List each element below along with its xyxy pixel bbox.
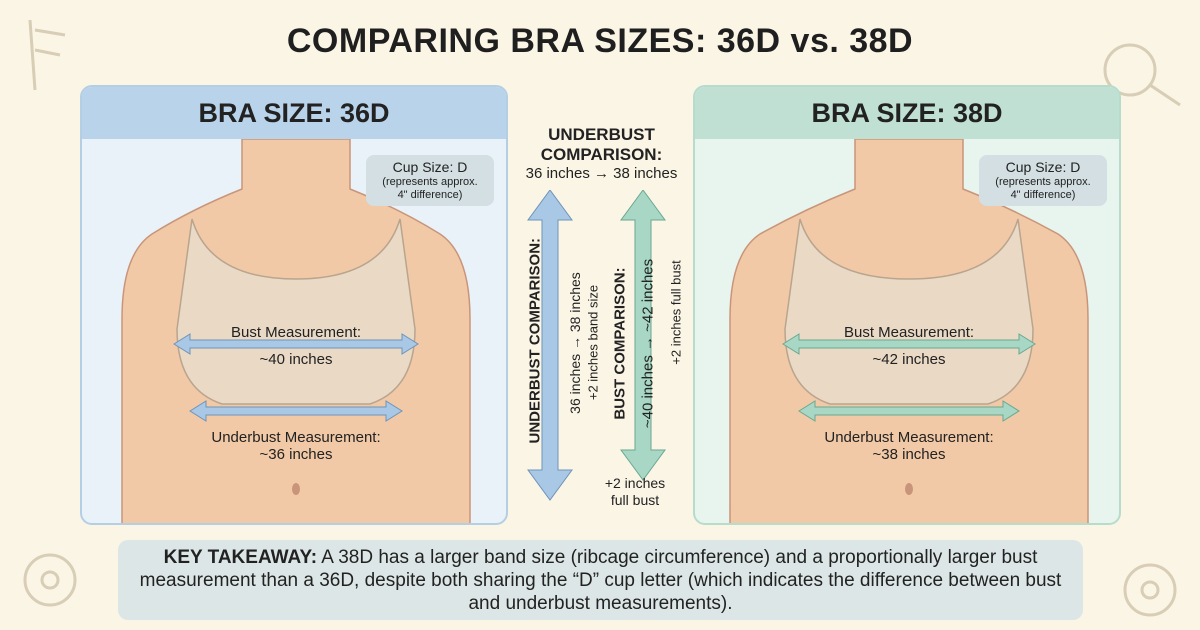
cup-note: (represents approx. bbox=[995, 176, 1091, 188]
note-line: full bust bbox=[610, 492, 660, 508]
bust-vertical-title: BUST COMPARISON: bbox=[611, 267, 629, 420]
key-takeaway: KEY TAKEAWAY: A 38D has a larger band si… bbox=[118, 540, 1083, 620]
cup-size-title: Cup Size: D bbox=[392, 159, 468, 175]
underbust-label: Underbust Measurement: bbox=[824, 429, 994, 446]
center-comparison: UNDERBUST COMPARISON: 36 inches → 38 inc… bbox=[510, 125, 693, 183]
torso-illustration bbox=[729, 139, 1089, 523]
takeaway-label: KEY TAKEAWAY: bbox=[163, 547, 318, 568]
bust-arrow bbox=[782, 333, 1036, 355]
page-title: COMPARING BRA SIZES: 36D vs. 38D bbox=[286, 22, 914, 60]
underbust-vertical-note: +2 inches band size bbox=[585, 284, 601, 401]
takeaway-text: A 38D has a larger band size (ribcage ci… bbox=[139, 547, 1062, 614]
bust-vertical-value: ~40 inches → ~42 inches bbox=[639, 258, 657, 429]
cup-size-callout: Cup Size: D(represents approx.4" differe… bbox=[366, 155, 494, 206]
bust-arrow bbox=[173, 333, 419, 355]
caliper-icon bbox=[28, 19, 66, 91]
center-title: COMPARISON: bbox=[540, 145, 663, 164]
bust-value: ~42 inches bbox=[872, 351, 946, 368]
panel-38d: BRA SIZE: 38D Cup Size: D(represents app… bbox=[693, 85, 1121, 525]
underbust-arrow bbox=[189, 400, 403, 422]
center-value: 36 inches → 38 inches bbox=[525, 165, 678, 182]
bust-label: Bust Measurement: bbox=[843, 324, 975, 341]
underbust-value: ~36 inches bbox=[259, 446, 333, 463]
panel-header: BRA SIZE: 38D bbox=[695, 87, 1119, 139]
cup-note: 4" difference) bbox=[397, 189, 463, 201]
underbust-value: ~38 inches bbox=[872, 446, 946, 463]
underbust-arrow bbox=[798, 400, 1020, 422]
bust-label: Bust Measurement: bbox=[230, 324, 362, 341]
tape-measure-icon bbox=[1103, 43, 1181, 107]
cup-size-callout: Cup Size: D(represents approx.4" differe… bbox=[979, 155, 1107, 206]
bust-value: ~40 inches bbox=[259, 351, 333, 368]
cup-note: 4" difference) bbox=[1010, 189, 1076, 201]
comparison-arrows bbox=[527, 190, 666, 501]
tape-measure-icon bbox=[1123, 563, 1177, 617]
panel-header: BRA SIZE: 36D bbox=[82, 87, 506, 139]
note-line: +2 inches bbox=[604, 475, 666, 491]
bust-vertical-note: +2 inches full bust bbox=[668, 260, 684, 365]
tape-measure-icon bbox=[23, 553, 77, 607]
underbust-vertical-title: UNDERBUST COMPARISON: bbox=[526, 237, 544, 444]
underbust-vertical-arrow bbox=[527, 190, 573, 501]
panel-36d: BRA SIZE: 36D Cup Size: D(represents app… bbox=[80, 85, 508, 525]
center-title: UNDERBUST bbox=[548, 125, 655, 144]
cup-note: (represents approx. bbox=[382, 176, 478, 188]
underbust-label: Underbust Measurement: bbox=[211, 429, 381, 446]
cup-size-title: Cup Size: D bbox=[1005, 159, 1081, 175]
underbust-vertical-value: 36 inches → 38 inches bbox=[567, 272, 583, 414]
bust-vertical-arrow bbox=[620, 190, 666, 481]
torso-illustration bbox=[121, 139, 471, 523]
